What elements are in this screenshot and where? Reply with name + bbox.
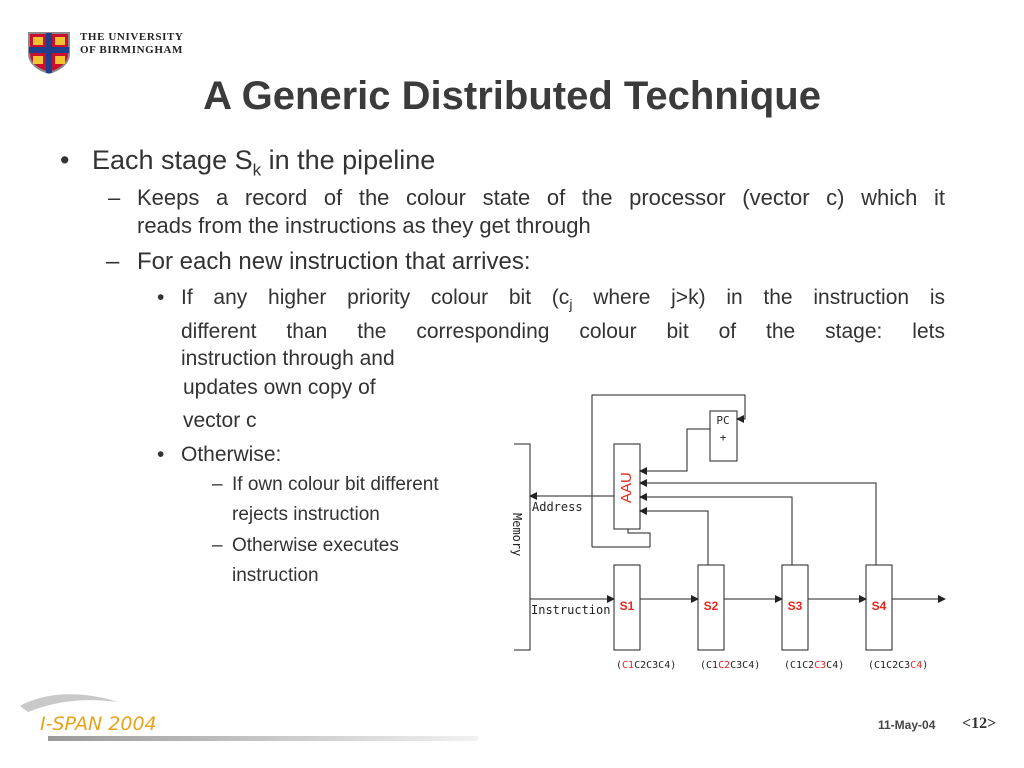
stage-label-s2: S2 bbox=[704, 599, 719, 613]
colour-vector-s1: (C1C2C3C4) bbox=[616, 660, 676, 671]
colour-vector-s2: (C1C2C3C4) bbox=[700, 660, 760, 671]
ispan-logo: I-SPAN 2004 bbox=[20, 694, 478, 741]
sub-bullet-line: reads from the instructions as they get … bbox=[137, 213, 591, 238]
fourth-bullet-marker: – bbox=[212, 474, 223, 495]
stage-label-s1: S1 bbox=[620, 599, 635, 613]
third-bullet-marker: • bbox=[157, 443, 165, 466]
subscript-j: j bbox=[569, 296, 573, 313]
feedback-line bbox=[591, 394, 746, 547]
sub-bullet-marker: – bbox=[106, 248, 120, 275]
pc-plus: + bbox=[720, 431, 727, 444]
address-label: Address bbox=[532, 500, 583, 514]
bullet-text: where j>k) in the instruction is bbox=[572, 286, 945, 309]
bullet-text: If any higher priority colour bit (c bbox=[181, 286, 570, 309]
fourth-bullet-line: If own colour bit different bbox=[232, 474, 439, 495]
third-bullet-line: If any higher priority colour bit (cj wh… bbox=[181, 284, 945, 318]
stage-label-s3: S3 bbox=[788, 599, 803, 613]
third-bullet-marker: • bbox=[157, 286, 165, 309]
sub-bullet-marker: – bbox=[108, 185, 121, 210]
university-crest-logo bbox=[28, 32, 70, 74]
s4-feedback-line bbox=[639, 479, 877, 565]
bullet-each-stage: Each stage Sk in the pipeline bbox=[92, 143, 435, 187]
colour-vector-s3: (C1C2C3C4) bbox=[784, 660, 844, 671]
stage-box-s3 bbox=[781, 564, 809, 651]
pipeline-diagram: Memory Address Instruction AAU PC + S1 S… bbox=[510, 394, 946, 671]
sub-bullet-keeps-record: Keeps a record of the colour state of th… bbox=[137, 184, 945, 240]
third-bullet-otherwise: Otherwise: bbox=[181, 443, 282, 466]
colour-vector-s4: (C1C2C3C4) bbox=[868, 660, 928, 671]
footer-date: 11-May-04 bbox=[878, 718, 936, 732]
stage-box-s1 bbox=[613, 564, 641, 651]
s3-feedback-line bbox=[639, 493, 793, 565]
bullet-marker: • bbox=[60, 145, 70, 175]
sub-bullet-line: Keeps a record of the colour state of th… bbox=[137, 185, 945, 210]
university-name-line2: OF BIRMINGHAM bbox=[80, 44, 184, 56]
stage-box-s4 bbox=[865, 564, 893, 651]
stage-label-s4: S4 bbox=[872, 599, 887, 613]
s1-feedback-line bbox=[627, 529, 651, 547]
fourth-bullet-line: instruction bbox=[232, 565, 319, 586]
ispan-logo-text: I-SPAN 2004 bbox=[40, 713, 157, 735]
fourth-bullet-marker: – bbox=[212, 535, 223, 556]
university-name-line1: THE UNIVERSITY bbox=[80, 31, 184, 43]
university-name: THE UNIVERSITY OF BIRMINGHAM bbox=[80, 31, 183, 57]
memory-label: Memory bbox=[510, 513, 524, 556]
page-number: <12> bbox=[962, 715, 997, 732]
third-bullet-line: different than the corresponding colour … bbox=[181, 320, 945, 344]
third-bullet-line: vector c bbox=[183, 409, 257, 432]
subscript-k: k bbox=[252, 160, 262, 180]
aau-block bbox=[613, 443, 641, 530]
pc-block bbox=[709, 410, 738, 462]
third-bullet-higher-priority: If any higher priority colour bit (cj wh… bbox=[181, 284, 945, 372]
bullet-text: Each stage S bbox=[92, 145, 253, 175]
fourth-bullet-line: rejects instruction bbox=[232, 504, 380, 525]
s2-feedback-line bbox=[639, 507, 709, 565]
pc-label: PC bbox=[716, 414, 729, 427]
instruction-label: Instruction bbox=[531, 603, 610, 617]
stage-box-s2 bbox=[697, 564, 725, 651]
slide-title: A Generic Distributed Technique bbox=[203, 74, 821, 118]
sub-bullet-for-each: For each new instruction that arrives: bbox=[137, 248, 531, 275]
fourth-bullet-executes: Otherwise executes instruction bbox=[232, 534, 399, 588]
aau-label: AAU bbox=[618, 472, 635, 503]
third-bullet-line: updates own copy of bbox=[183, 376, 376, 399]
pc-to-aau-line bbox=[639, 428, 710, 475]
memory-block bbox=[514, 443, 531, 651]
third-bullet-line: instruction through and bbox=[181, 347, 395, 371]
bullet-text: in the pipeline bbox=[261, 145, 436, 175]
fourth-bullet-rejects: If own colour bit different rejects inst… bbox=[232, 473, 439, 527]
fourth-bullet-line: Otherwise executes bbox=[232, 535, 399, 556]
